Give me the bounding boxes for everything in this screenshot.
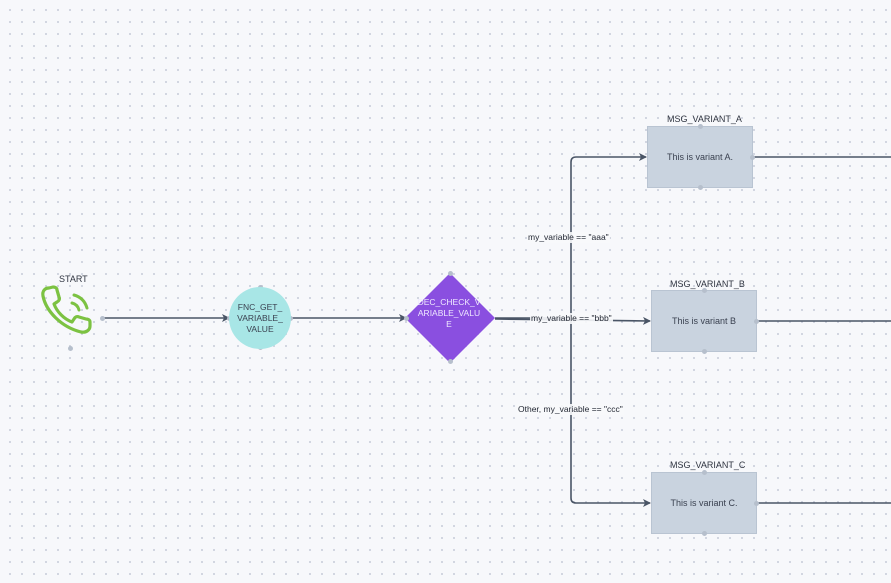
msg-a-port-top[interactable] bbox=[698, 124, 703, 129]
msg-b-port-top[interactable] bbox=[702, 288, 707, 293]
msg-c-node[interactable]: This is variant C. bbox=[651, 472, 757, 534]
function-node[interactable]: FNC_GET_VARIABLE_VALUE bbox=[229, 287, 291, 349]
msg-a-port-right[interactable] bbox=[750, 155, 755, 160]
msg-a-title: MSG_VARIANT_A bbox=[667, 114, 742, 124]
msg-b-text: This is variant B bbox=[671, 316, 737, 326]
phone-icon[interactable] bbox=[41, 285, 92, 334]
decision-port-top[interactable] bbox=[448, 271, 453, 276]
msg-c-port-top[interactable] bbox=[702, 470, 707, 475]
msg-b-title: MSG_VARIANT_B bbox=[670, 279, 745, 289]
msg-a-text: This is variant A. bbox=[666, 152, 734, 162]
decision-port-left[interactable] bbox=[404, 316, 409, 321]
edge-label-bbb: my_variable == "bbb" bbox=[530, 313, 613, 324]
decision-node-shape[interactable] bbox=[405, 273, 495, 363]
msg-a-port-bottom[interactable] bbox=[698, 185, 703, 190]
msg-a-node[interactable]: This is variant A. bbox=[647, 126, 753, 188]
msg-c-text: This is variant C. bbox=[670, 498, 738, 508]
msg-c-port-bottom[interactable] bbox=[702, 531, 707, 536]
msg-b-port-bottom[interactable] bbox=[702, 349, 707, 354]
start-label: START bbox=[59, 274, 88, 284]
edge-decision-to-msg-c[interactable] bbox=[570, 318, 651, 507]
edge-label-ccc: Other, my_variable == "ccc" bbox=[517, 404, 624, 415]
msg-c-title: MSG_VARIANT_C bbox=[670, 460, 746, 470]
start-port-bottom[interactable] bbox=[68, 346, 73, 351]
msg-b-node[interactable]: This is variant B bbox=[651, 290, 757, 352]
start-port-right[interactable] bbox=[100, 316, 105, 321]
decision-node-label[interactable]: DEC_CHECK_VARIABLE_VALUE bbox=[417, 297, 481, 329]
msg-b-port-right[interactable] bbox=[754, 319, 759, 324]
edge-label-aaa: my_variable == "aaa" bbox=[527, 232, 610, 243]
msg-c-port-right[interactable] bbox=[754, 501, 759, 506]
decision-port-bottom[interactable] bbox=[448, 359, 453, 364]
